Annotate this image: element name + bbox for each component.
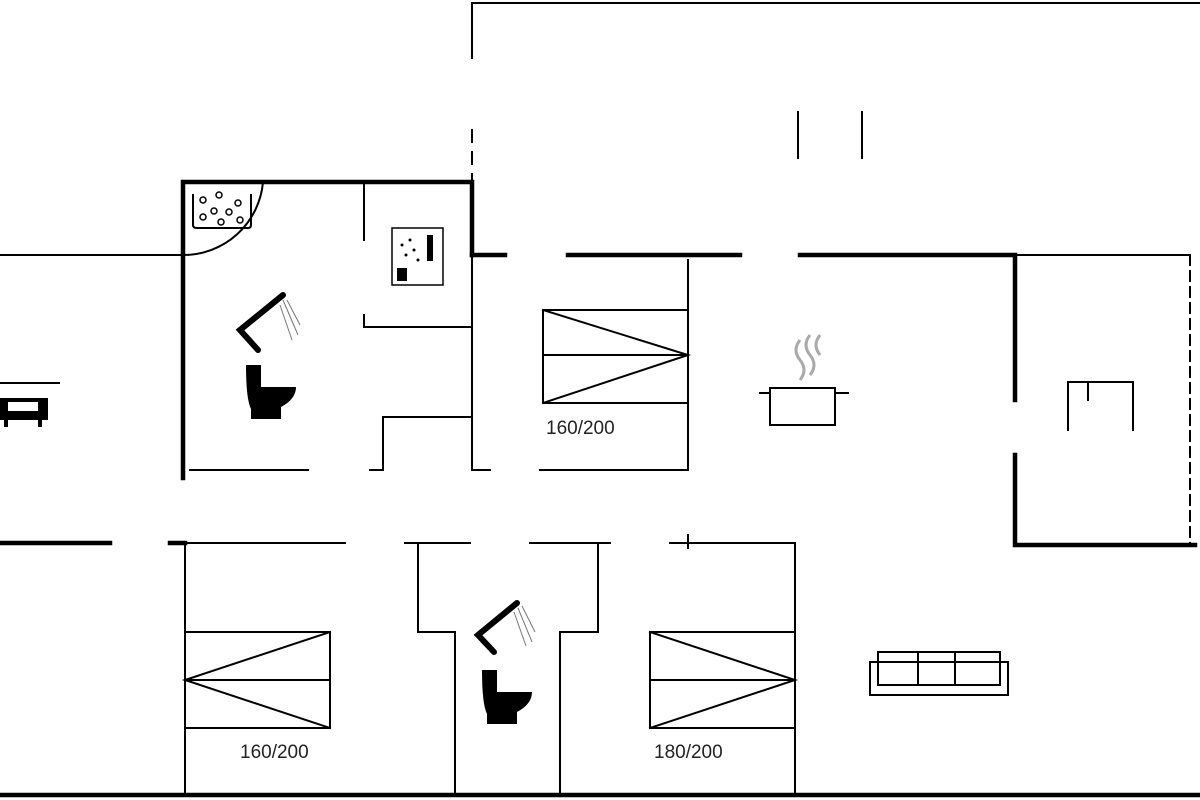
sofa-icon (869, 651, 1009, 696)
bed-size-label: 160/200 (546, 418, 615, 439)
toilet-icon (482, 670, 532, 724)
bed-3: 180/200 (648, 630, 799, 763)
shower-icon (473, 600, 536, 655)
spa-bath-icon (192, 191, 252, 229)
fireplace-icon (1067, 381, 1134, 431)
car-icon (0, 382, 60, 427)
bed-size-label: 180/200 (654, 742, 723, 763)
shower-icon (235, 292, 301, 353)
toilet-icon (246, 365, 296, 419)
bed-2: 160/200 (181, 630, 332, 763)
bed-1: 160/200 (541, 308, 692, 439)
cooking-pot-icon (759, 334, 849, 426)
sauna-icon (391, 227, 444, 286)
bed-size-label: 160/200 (240, 742, 309, 763)
